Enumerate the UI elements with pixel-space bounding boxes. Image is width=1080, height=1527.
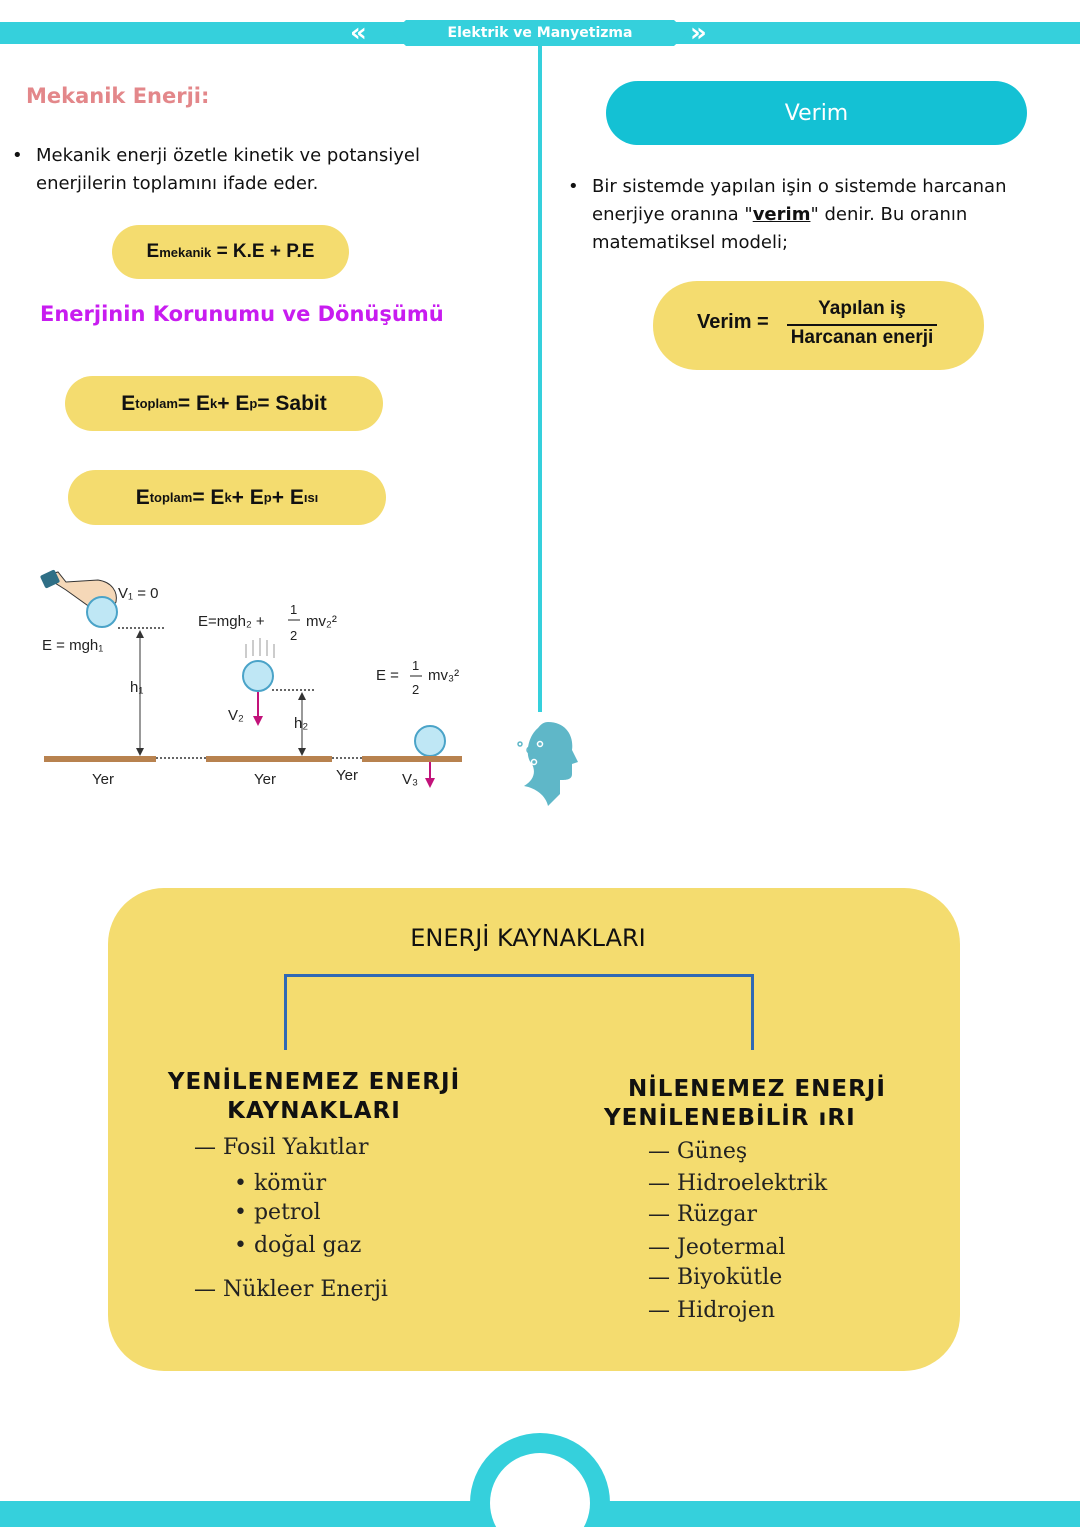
falling-ball-diagram: V₁ = 0 E = mgh₁ h₁ E=mgh₂ + 1 2 mv₂² V₂ …: [40, 569, 462, 788]
formula-subscript: p: [249, 396, 258, 411]
v3-label: V₃: [402, 771, 418, 788]
bottom-circle: [490, 1453, 590, 1527]
verim-bullet-line3: matematiksel modeli;: [592, 232, 789, 253]
formula-rhs: = K.E + P.E: [216, 241, 315, 262]
verim-formula-denominator: Harcanan enerji: [790, 327, 934, 348]
mekanik-enerji-title: Mekanik Enerji:: [26, 84, 210, 108]
chevron-left-icon: «: [350, 18, 367, 48]
header-tab: [392, 20, 688, 46]
verim-formula-lhs: Verim =: [697, 311, 769, 333]
ball-1: [86, 596, 118, 628]
verim-text-c: " denir. Bu oranın: [810, 204, 968, 225]
renewable-heading-2: YENİLENEBİLİR ıRI: [604, 1104, 864, 1133]
header-title: Elektrik ve Manyetizma: [447, 25, 633, 41]
frac-num: 1: [290, 602, 297, 617]
column-divider: [538, 44, 542, 712]
ground-2: [206, 756, 332, 762]
formula-subscript: k: [210, 396, 218, 411]
formula-symbol: E: [121, 391, 136, 415]
formula-subscript: k: [224, 490, 232, 505]
formula-symbol: E: [146, 241, 160, 262]
renewable-heading-l2-tail: ıRI: [818, 1105, 856, 1131]
list-item: — Biyokütle: [648, 1265, 783, 1290]
v2-arrowhead: [253, 716, 263, 726]
formula-part: = E: [177, 391, 210, 415]
formula-part: + E: [271, 485, 304, 509]
ball-2: [242, 660, 274, 692]
v3-arrowhead: [425, 778, 435, 788]
ball-3: [414, 725, 446, 757]
list-item: • petrol: [234, 1200, 321, 1225]
formula-subscript: mekanik: [159, 244, 212, 260]
verim-keyword: verim: [752, 204, 811, 225]
motion-lines: [245, 638, 275, 658]
list-item: — Hidroelektrik: [648, 1171, 828, 1196]
renewable-heading-l2: YENİLENEBİLİR: [604, 1105, 819, 1131]
verim-text-a: enerjiye oranına ": [592, 204, 753, 225]
formula-subscript: toplam: [149, 490, 193, 505]
list-item: — Güneş: [648, 1139, 748, 1164]
h1-label: h₁: [130, 679, 143, 696]
verim-formula: Verim = Yapılan iş Harcanan enerji: [653, 281, 984, 370]
verim-bullet-line2: enerjiye oranına "verim" denir. Bu oranı…: [592, 201, 1007, 229]
verim-formula-numerator: Yapılan iş: [818, 298, 906, 319]
non-renewable-heading-l2: KAYNAKLARI: [227, 1098, 401, 1124]
tree-bracket: [284, 974, 754, 1050]
verim-bullet-line1: Bir sistemde yapılan işin o sistemde har…: [592, 176, 1007, 197]
h2-label: h₂: [294, 715, 308, 732]
mekanik-bullet: • Mekanik enerji özetle kinetik ve potan…: [12, 142, 420, 198]
ground-label-3: Yer: [336, 767, 358, 784]
e1-label: E = mgh₁: [42, 637, 103, 654]
formula-part: = Sabit: [257, 391, 327, 415]
frac-num-3: 1: [412, 658, 419, 673]
list-item: — Nükleer Enerji: [194, 1277, 388, 1302]
e2-label: E=mgh₂ +: [198, 613, 265, 630]
ground-3: [362, 756, 462, 762]
v1-label: V₁ = 0: [118, 585, 159, 602]
formula-subscript: toplam: [135, 396, 178, 411]
bullet-dot-icon: •: [568, 176, 579, 197]
formula-part: + E: [231, 485, 264, 509]
korunum-title: Enerjinin Korunumu ve Dönüşümü: [40, 302, 444, 326]
verim-bullet: • Bir sistemde yapılan işin o sistemde h…: [568, 173, 1007, 257]
v2-label: V₂: [228, 707, 244, 724]
list-item: • doğal gaz: [234, 1233, 362, 1258]
e3-label: E =: [376, 667, 399, 684]
list-item: — Jeotermal: [648, 1235, 786, 1260]
formula-part: = E: [192, 485, 225, 509]
non-renewable-heading: YENİLENEMEZ ENERJİ KAYNAKLARI: [164, 1068, 464, 1126]
frac-den: 2: [290, 628, 297, 643]
formula-symbol: E: [135, 485, 150, 509]
energy-sources-title: ENERJİ KAYNAKLARI: [410, 924, 646, 952]
mekanik-bullet-line1: Mekanik enerji özetle kinetik ve potansi…: [36, 145, 420, 166]
formula-subscript: ısı: [303, 490, 319, 505]
ground-label-2: Yer: [254, 771, 276, 788]
chevron-right-icon: »: [690, 18, 707, 48]
ground-1: [44, 756, 156, 762]
renewable-heading-l1: NİLENEMEZ ENERJİ: [628, 1076, 886, 1102]
renewable-heading: NİLENEMEZ ENERJİ: [628, 1075, 888, 1104]
e3-kinetic-label: mv₃²: [428, 667, 459, 684]
formula-part: + E: [217, 391, 250, 415]
energy-sources-box: ENERJİ KAYNAKLARI YENİLENEMEZ ENERJİ KAY…: [108, 888, 960, 1371]
list-item: • kömür: [234, 1171, 327, 1196]
head-logo-icon: [517, 722, 578, 806]
e2-kinetic-label: mv₂²: [306, 613, 337, 630]
ground-label-1: Yer: [92, 771, 114, 788]
mekanik-bullet-line2: enerjilerin toplamını ifade eder.: [36, 173, 319, 194]
frac-den-3: 2: [412, 682, 419, 697]
list-item: — Fosil Yakıtlar: [194, 1135, 369, 1160]
formula-subscript: p: [263, 490, 272, 505]
verim-formula-bar: [787, 324, 937, 326]
list-item: — Rüzgar: [648, 1202, 758, 1227]
non-renewable-heading-l1: YENİLENEMEZ ENERJİ: [167, 1069, 461, 1095]
bullet-dot-icon: •: [12, 145, 23, 166]
verim-title: Verim: [606, 81, 1027, 145]
list-item: — Hidrojen: [648, 1298, 776, 1323]
